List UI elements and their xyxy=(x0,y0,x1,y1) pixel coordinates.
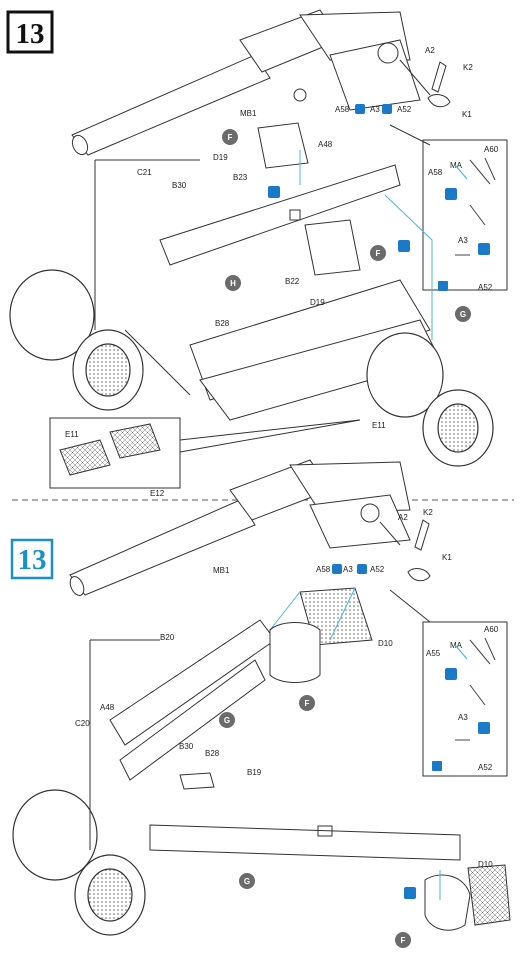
label-k1: K1 xyxy=(442,553,452,562)
label-c21: C21 xyxy=(137,168,152,177)
label-b28: B28 xyxy=(205,749,220,758)
gun-barrel-top xyxy=(71,9,421,156)
inset-label-a3: A3 xyxy=(458,236,468,245)
label-b19: B19 xyxy=(247,768,262,777)
label-a52: A52 xyxy=(370,565,385,574)
label-a2: A2 xyxy=(425,46,435,55)
step-number-box-top xyxy=(6,10,54,54)
detail-inset-bottom: A60 A55 MA A3 A52 xyxy=(422,621,508,777)
inset-label-a60: A60 xyxy=(484,625,499,634)
inset-label-a55: A55 xyxy=(426,649,441,658)
wheel-left-top xyxy=(9,269,144,411)
part-badge-f: F xyxy=(222,129,238,145)
label-a3: A3 xyxy=(370,105,380,114)
step-number-box-bottom xyxy=(10,538,54,580)
label-b20: B20 xyxy=(160,633,175,642)
glue-icon xyxy=(268,186,280,198)
label-d10: D10 xyxy=(378,639,393,648)
glue-icon xyxy=(445,188,457,200)
svg-text:H: H xyxy=(230,279,236,288)
label-b23: B23 xyxy=(233,173,248,182)
label-b30: B30 xyxy=(179,742,194,751)
svg-text:F: F xyxy=(228,133,233,142)
part-badge-h: H xyxy=(225,275,241,291)
label-k2: K2 xyxy=(423,508,433,517)
label-mb1: MB1 xyxy=(240,109,257,118)
glue-icon xyxy=(478,722,490,734)
step-number-top: 13 xyxy=(16,18,45,50)
part-badge-g: G xyxy=(219,712,235,728)
label-d10b: D10 xyxy=(478,860,493,869)
label-b22: B22 xyxy=(285,277,300,286)
label-a58: A58 xyxy=(316,565,331,574)
label-k2: K2 xyxy=(463,63,473,72)
step-number-bottom: 13 xyxy=(18,544,47,576)
glue-icon xyxy=(355,104,392,114)
inset-label-a3: A3 xyxy=(458,713,468,722)
paint-icon xyxy=(432,761,442,771)
handwheel-assembly-bottom xyxy=(379,519,431,582)
part-badge-f2: F xyxy=(370,245,386,261)
gun-carriage-bottom xyxy=(109,619,471,931)
svg-text:F: F xyxy=(401,936,406,945)
inset-label-ma: MA xyxy=(450,161,463,170)
inset-label-a60: A60 xyxy=(484,145,499,154)
glue-icon xyxy=(357,564,367,574)
label-mb1: MB1 xyxy=(213,566,230,575)
label-a52: A52 xyxy=(397,105,412,114)
svg-text:G: G xyxy=(460,310,466,319)
glue-icon xyxy=(404,887,416,899)
label-a48: A48 xyxy=(100,703,115,712)
label-b30: B30 xyxy=(172,181,187,190)
detail-inset-top: A60 A58 MA A3 A52 xyxy=(422,139,508,292)
wheel-left-bottom xyxy=(12,789,146,936)
svg-text:G: G xyxy=(224,716,230,725)
inset-label-ma: MA xyxy=(450,641,463,650)
label-a2: A2 xyxy=(398,513,408,522)
wheel-right-top xyxy=(366,332,494,467)
part-badge-g2: G xyxy=(239,873,255,889)
part-badge-f2: F xyxy=(395,932,411,948)
step-13-bottom: 13 A2 K2 K1 MB1 A58 A3 A52 A60 A55 MA xyxy=(10,459,511,948)
label-a48: A48 xyxy=(318,140,333,149)
label-e11b: E11 xyxy=(65,430,79,439)
glue-icon xyxy=(398,240,410,252)
handwheel-assembly-top xyxy=(399,59,451,108)
svg-text:F: F xyxy=(305,699,310,708)
inset-label-a52: A52 xyxy=(478,283,493,292)
glue-icon xyxy=(478,243,490,255)
label-e12: E12 xyxy=(150,489,165,498)
glue-icon xyxy=(332,564,342,574)
paint-icon xyxy=(438,281,448,291)
svg-text:F: F xyxy=(376,249,381,258)
label-a3: A3 xyxy=(343,565,353,574)
glue-icon xyxy=(445,668,457,680)
inset-label-a58: A58 xyxy=(428,168,443,177)
label-k1: K1 xyxy=(462,110,472,119)
part-badge-g: G xyxy=(455,306,471,322)
gun-barrel-bottom xyxy=(69,459,411,596)
label-c20: C20 xyxy=(75,719,90,728)
label-d19b: D19 xyxy=(310,298,325,307)
part-badge-f: F xyxy=(299,695,315,711)
label-e11: E11 xyxy=(372,421,386,430)
svg-text:G: G xyxy=(244,877,250,886)
mesh-panel-d10b xyxy=(467,864,511,926)
step-13-top: 13 A2 K2 K1 MB1 A58 A3 A52 xyxy=(6,9,508,498)
mesh-detail-box: E11 E12 xyxy=(49,417,361,498)
inset-label-a52: A52 xyxy=(478,763,493,772)
label-a58: A58 xyxy=(335,105,350,114)
label-b28: B28 xyxy=(215,319,230,328)
label-d19: D19 xyxy=(213,153,228,162)
